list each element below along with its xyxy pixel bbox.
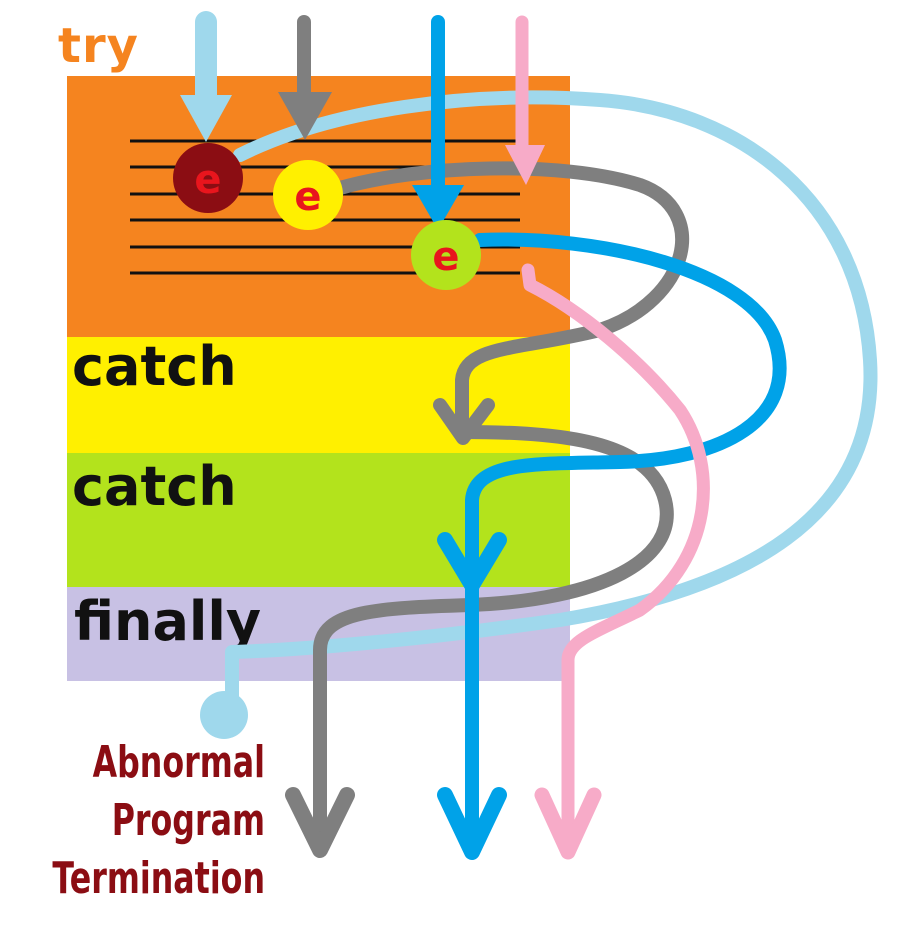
blue-catch-arrow-head [437,532,507,593]
gray-top-arrow-head [278,92,332,140]
svg-text:e: e [294,174,321,220]
exception-bubble-green: e [411,220,481,290]
light-blue-flow [195,11,878,707]
svg-text:e: e [194,157,221,203]
gray-catch-arrow-head [433,398,495,445]
abnormal-termination-dot [200,691,248,739]
abnormal-line-3: Termination [52,853,265,904]
light-blue-arrow-head [180,95,232,142]
abnormal-line-2: Program [111,795,266,846]
finally-label: finally [74,590,262,653]
abnormal-termination-label: Abnormal Program Termination [49,734,265,908]
svg-text:e: e [432,234,459,280]
exception-bubble-yellow: e [273,160,343,230]
gray-exit-arrow-head [285,787,355,858]
catch-label-2: catch [72,455,237,518]
exception-bubble-dark-red: e [173,143,243,213]
try-label: try [58,18,139,74]
blue-top-arrow-head [412,185,464,230]
pink-exit-arrow-head [534,787,602,860]
pink-flow [515,15,710,857]
pink-top-arrow-head [505,145,545,185]
gray-flow [297,15,690,837]
blue-flow [431,15,787,847]
blue-exit-arrow-head [437,787,507,860]
catch-label-1: catch [72,335,237,398]
abnormal-line-1: Abnormal [92,737,265,788]
